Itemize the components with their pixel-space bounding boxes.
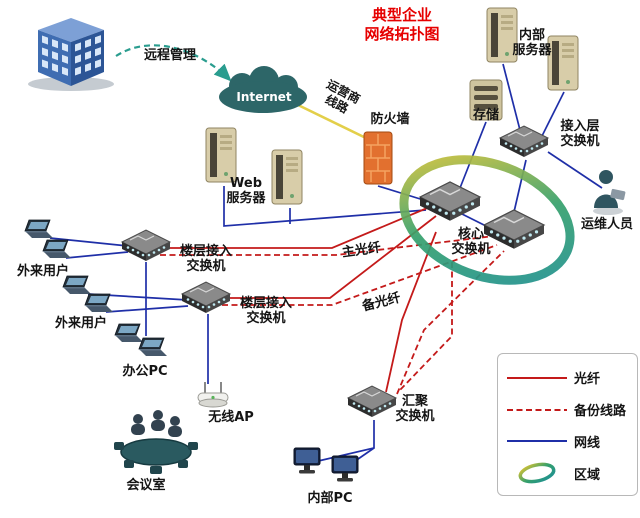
floor-switch-2-label-line2: 交换机	[246, 311, 286, 327]
core-switch-label: 核心 交换机	[448, 227, 494, 258]
legend-item-cable: 网线	[506, 426, 629, 456]
internal-server-label-line2: 服务器	[512, 43, 552, 59]
floor-switch-2-label: 楼层接入 交换机	[236, 296, 296, 327]
internal-server-label: 内部 服务器	[510, 28, 554, 59]
access-layer-switch-icon	[499, 125, 549, 158]
floor-switch-2-label-line1: 楼层接入	[239, 296, 292, 311]
legend-item-area: 区域	[506, 458, 629, 488]
legend: 光纤 备份线路 网线	[497, 353, 638, 496]
external-user-1-label: 外来用户	[16, 264, 69, 279]
floor-switch-1-label-line2: 交换机	[186, 259, 226, 275]
web-server-label: Web 服务器	[222, 176, 270, 207]
external-user-2-label: 外来用户	[54, 316, 107, 331]
carrier-line	[295, 102, 371, 142]
remote-mgmt-label: 远程管理	[143, 48, 196, 63]
wireless-ap-icon	[197, 381, 229, 408]
office-pc-icon	[114, 323, 168, 357]
backup-line-swatch	[507, 408, 567, 411]
firewall-label: 防火墙	[370, 112, 410, 127]
internal-pc-icon	[293, 447, 359, 482]
web-server-label-line2: 服务器	[226, 191, 266, 207]
network-cable-swatch	[507, 440, 567, 443]
legend-area-label: 区域	[574, 467, 601, 483]
core-switch-label-line1: 核心	[457, 227, 484, 242]
external-user-2-laptop-icon	[62, 275, 114, 313]
floor-switch-2-icon	[181, 281, 231, 314]
storage-label: 存储	[472, 108, 499, 123]
legend-item-fiber: 光纤	[506, 363, 629, 393]
internal-server-label-line1: 内部	[518, 28, 545, 43]
remote-mgmt-arrow	[115, 44, 232, 82]
area-ring-swatch	[518, 462, 556, 484]
core-area-ring	[399, 155, 575, 285]
floor-switch-1-label-line1: 楼层接入	[179, 244, 232, 259]
headquarters-building-icon	[28, 18, 114, 91]
meeting-room-icon	[113, 409, 199, 475]
office-pc-label: 办公PC	[122, 364, 168, 379]
aggregation-switch-icon	[347, 385, 397, 418]
core-switch-label-line2: 交换机	[451, 242, 491, 258]
meeting-room-label: 会议室	[126, 478, 166, 493]
agg-switch-label-line1: 汇聚	[401, 394, 428, 409]
fiber-line-swatch	[507, 376, 567, 379]
access-switch-label-line2: 交换机	[560, 134, 600, 150]
legend-backup-label: 备份线路	[574, 404, 627, 420]
core-switch-1-icon	[419, 181, 481, 222]
ops-staff-label: 运维人员	[580, 217, 633, 232]
internet-label: Internet	[236, 90, 292, 104]
fiber-lines	[160, 205, 437, 393]
network-cable-lines	[49, 63, 603, 467]
agg-switch-label-line2: 交换机	[395, 409, 435, 425]
firewall-icon	[363, 131, 393, 185]
internal-pc-label: 内部PC	[307, 491, 353, 506]
legend-cable-label: 网线	[574, 435, 601, 451]
agg-switch-label: 汇聚 交换机	[392, 394, 438, 425]
wireless-ap-label: 无线AP	[208, 410, 254, 425]
title-line1: 典型企业	[371, 6, 432, 24]
floor-switch-1-icon	[121, 229, 171, 262]
legend-fiber-label: 光纤	[574, 372, 601, 388]
web-server-label-line1: Web	[230, 176, 262, 191]
title-line2: 网络拓扑图	[364, 24, 440, 43]
access-switch-label-line1: 接入层	[560, 119, 600, 134]
legend-item-backup: 备份线路	[506, 395, 629, 425]
diagram-title: 典型企业 网络拓扑图	[352, 6, 452, 44]
ops-staff-icon	[593, 170, 626, 215]
access-switch-label: 接入层 交换机	[556, 119, 604, 150]
floor-switch-1-label: 楼层接入 交换机	[176, 244, 236, 275]
